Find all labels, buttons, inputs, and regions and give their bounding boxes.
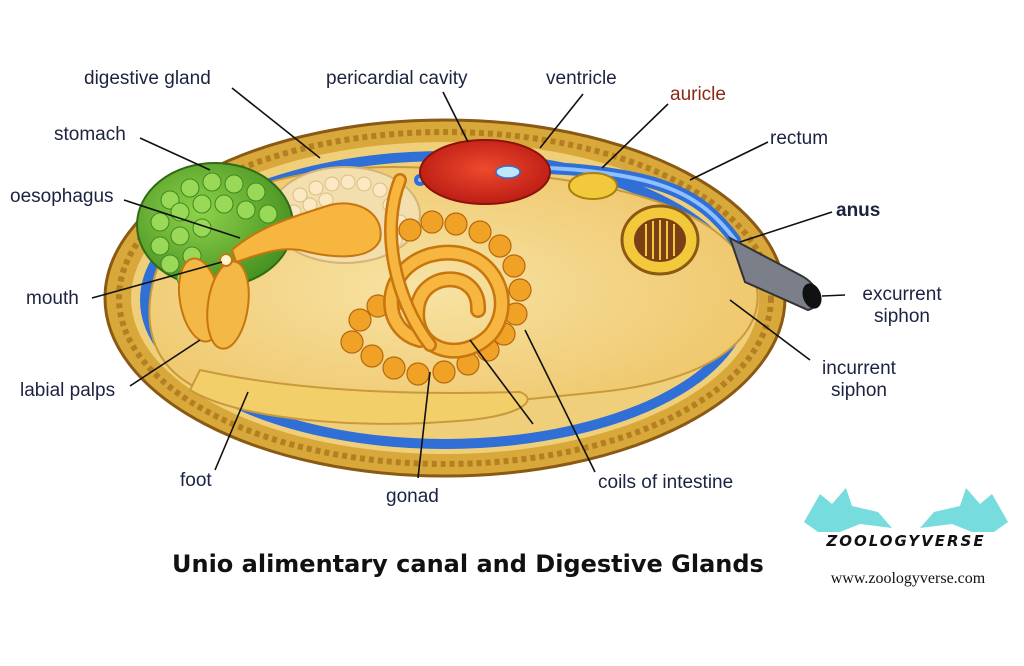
label-excurrent-line1: excurrent [862, 284, 942, 305]
stomach-shape [136, 162, 294, 288]
pericardial-highlight [495, 165, 521, 179]
label-auricle: auricle [670, 84, 726, 105]
label-excurrent-line2: siphon [874, 306, 930, 327]
zoologyverse-logo-icon [804, 488, 1008, 532]
label-ventricle: ventricle [546, 68, 617, 89]
label-digestive-gland: digestive gland [84, 68, 211, 89]
label-incurrent-siphon: incurrent siphon [808, 358, 910, 402]
mouth-opening [219, 253, 233, 267]
label-excurrent-siphon: excurrent siphon [848, 284, 956, 328]
foot-shape [188, 368, 529, 425]
label-pericardial-cavity: pericardial cavity [326, 68, 468, 89]
auricle-shape [568, 172, 618, 200]
label-oesophagus: oesophagus [10, 186, 114, 207]
label-mouth: mouth [26, 288, 79, 309]
label-incurrent-line1: incurrent [822, 358, 896, 379]
label-rectum: rectum [770, 128, 829, 149]
label-incurrent-line2: siphon [831, 380, 887, 401]
leader-lines [91, 87, 846, 479]
diagram-title: Unio alimentary canal and Digestive Glan… [172, 550, 764, 578]
label-anus: anus [836, 200, 881, 221]
logo-url-text: www.zoologyverse.com [830, 570, 986, 587]
posterior-adductor [620, 204, 700, 276]
label-coils-of-intestine: coils of intestine [598, 472, 734, 493]
label-foot: foot [180, 470, 212, 491]
label-gonad: gonad [386, 486, 439, 507]
logo-brand-text: ZOOLOGYVERSE [826, 532, 986, 550]
intestine-coils [383, 173, 510, 359]
labial-palps-shape [177, 257, 250, 350]
ventricle-shape [419, 139, 551, 205]
label-labial-palps: labial palps [20, 380, 116, 401]
oesophagus-shape [230, 202, 382, 264]
label-stomach: stomach [54, 124, 126, 145]
excurrent-siphon-tube [728, 235, 822, 312]
